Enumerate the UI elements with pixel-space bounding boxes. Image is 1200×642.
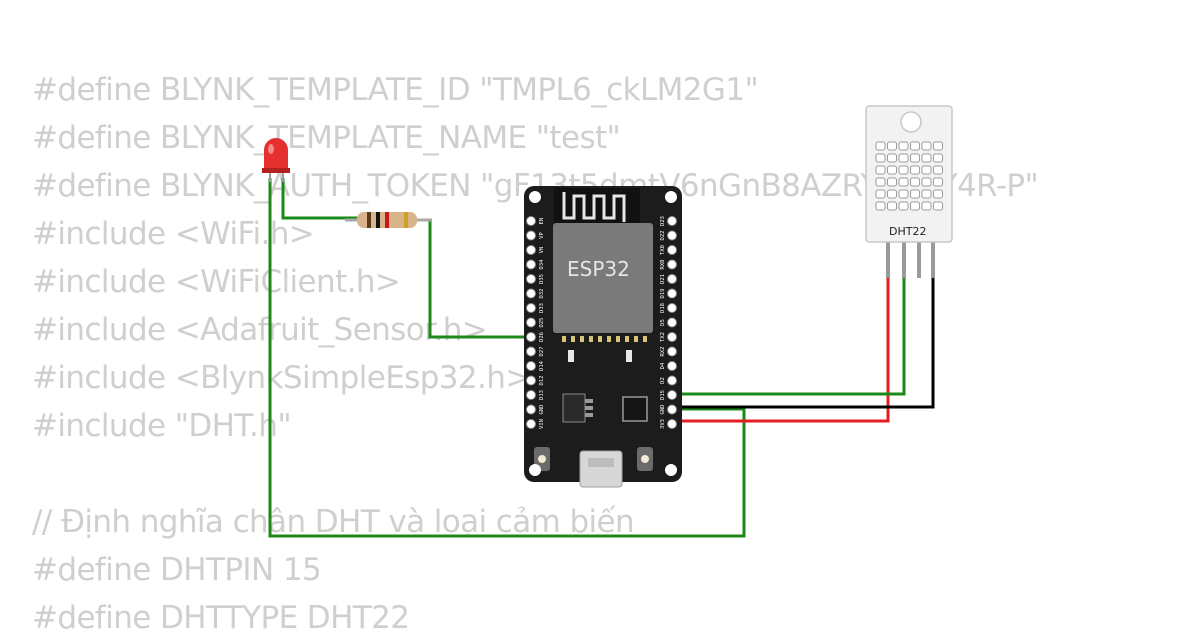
pin-vn[interactable] [526, 245, 536, 255]
pin-d27[interactable] [526, 346, 536, 357]
pin-label: D34 [539, 259, 545, 270]
code-line: #include <Adafruit_Sensor.h> [32, 312, 488, 348]
pin-label: D32 [539, 289, 545, 299]
pin-rx0[interactable] [667, 259, 677, 270]
pin-label: RX2 [660, 347, 666, 357]
code-line: #include <WiFiClient.h> [32, 264, 401, 300]
code-line: #define BLYNK_TEMPLATE_NAME "test" [32, 120, 621, 156]
wire-led-to-resistor[interactable] [281, 178, 360, 220]
pin-label: D33 [539, 303, 545, 313]
wire-dht-vcc[interactable] [672, 276, 890, 423]
pin-label: D21 [660, 274, 666, 284]
pin-label: D15 [660, 390, 666, 400]
pin-d18[interactable] [667, 303, 677, 313]
pin-label: D25 [539, 318, 545, 328]
pin-d22[interactable] [667, 230, 677, 241]
pin-3v3[interactable] [667, 419, 677, 429]
code-line: #include <WiFi.h> [32, 216, 315, 252]
dht22-sensor[interactable]: DHT22 [865, 105, 953, 278]
pin-d14[interactable] [526, 361, 536, 371]
pin-label: VIN [539, 419, 545, 429]
pin-rx2[interactable] [667, 346, 677, 357]
code-line: #define DHTPIN 15 [32, 552, 322, 588]
pin-d32[interactable] [526, 288, 536, 299]
pin-d21[interactable] [667, 274, 677, 284]
wire-dht-data[interactable] [672, 276, 906, 396]
pin-label: VN [539, 247, 545, 254]
pin-label: D4 [660, 362, 666, 369]
pin-label: D35 [539, 274, 545, 284]
sensor-label: DHT22 [889, 225, 926, 238]
code-line: #include "DHT.h" [32, 408, 292, 444]
pin-en[interactable] [526, 216, 536, 226]
pin-label: D23 [660, 216, 666, 226]
wire-resistor-to-d26[interactable] [418, 218, 531, 339]
led-dome [264, 138, 288, 156]
pin-d2[interactable] [667, 375, 677, 386]
pin-label: D19 [660, 289, 666, 299]
pin-label: D13 [539, 390, 545, 400]
pin-label: D14 [539, 360, 545, 371]
sensor-grille [875, 141, 943, 211]
esp32-module [553, 223, 653, 333]
pin-gnd[interactable] [526, 404, 536, 415]
pin-d23[interactable] [667, 216, 677, 226]
code-line: #define BLYNK_TEMPLATE_ID "TMPL6_ckLM2G1… [32, 72, 759, 108]
pin-label: D27 [539, 347, 545, 357]
pin-label: D18 [660, 303, 666, 313]
pin-d12[interactable] [526, 375, 536, 386]
pin-d26[interactable] [526, 332, 536, 342]
code-line: #include <BlynkSimpleEsp32.h> [32, 360, 531, 396]
pin-tx2[interactable] [667, 332, 677, 342]
esp32-board[interactable]: ESP32 ENVPVND34D35D32D33D25D26D27D14D12D… [524, 186, 682, 488]
pin-d35[interactable] [526, 274, 536, 284]
usb-uart-chip [622, 396, 648, 422]
wire-dht-gnd[interactable] [672, 276, 935, 409]
voltage-regulator [562, 393, 586, 423]
pin-label: D22 [660, 231, 666, 241]
pin-vp[interactable] [526, 230, 536, 241]
led-component[interactable] [262, 138, 290, 182]
pin-d19[interactable] [667, 288, 677, 299]
pin-label: GND [539, 405, 545, 415]
pin-d25[interactable] [526, 317, 536, 328]
pin-vin[interactable] [526, 419, 536, 429]
pin-label: TX2 [660, 332, 666, 342]
pin-label: D5 [660, 319, 666, 326]
pin-label: TX0 [660, 245, 666, 255]
pin-d34[interactable] [526, 259, 536, 270]
pin-label: 3V3 [660, 419, 666, 429]
pin-d15[interactable] [667, 390, 677, 400]
pin-label: GND [660, 405, 666, 415]
pin-d4[interactable] [667, 361, 677, 371]
pin-label: EN [539, 218, 545, 225]
led-body [264, 152, 288, 172]
resistor-component[interactable] [345, 212, 432, 228]
pin-d5[interactable] [667, 317, 677, 328]
pin-gnd[interactable] [667, 404, 677, 415]
pin-label: D26 [539, 332, 545, 342]
usb-port[interactable] [579, 450, 623, 488]
code-line: // Định nghĩa chân DHT và loại cảm biến [32, 504, 635, 540]
pin-label: RX0 [660, 260, 666, 270]
pin-label: D12 [539, 376, 545, 386]
pin-label: D2 [660, 377, 666, 384]
chip-label: ESP32 [567, 257, 630, 281]
pin-d33[interactable] [526, 303, 536, 313]
pin-label: VP [539, 232, 545, 239]
pin-d13[interactable] [526, 390, 536, 400]
pin-tx0[interactable] [667, 245, 677, 255]
wire-led-ground[interactable] [268, 178, 746, 538]
